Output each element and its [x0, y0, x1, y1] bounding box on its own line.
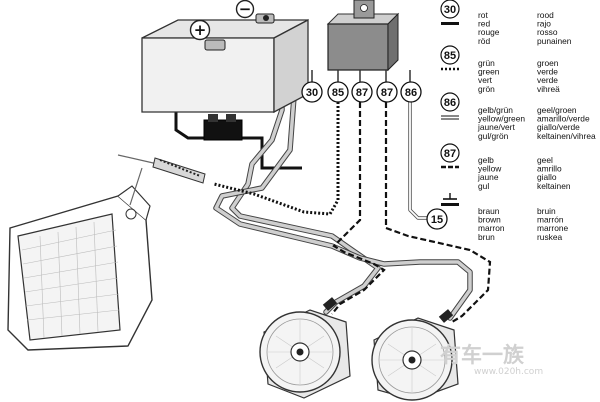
legend-entry-87: 87 gelb yellow jaune gul geel amrillo gi…: [440, 143, 571, 191]
svg-text:15: 15: [431, 214, 443, 226]
svg-text:braun brown ma: braun brown marron brun: [478, 206, 507, 242]
terminal-85: 85: [327, 81, 349, 103]
svg-text:grün green ver: grün green vert grön: [478, 58, 502, 94]
svg-text:gelb/grün yellow/green: gelb/grün yellow/green jaune/vert gul/gr…: [477, 105, 527, 141]
fog-lamp-right: [371, 309, 459, 401]
battery-positive-terminal: [189, 19, 211, 41]
wire-87-a: [331, 102, 386, 315]
svg-text:86: 86: [444, 97, 456, 109]
svg-text:geel amrillo g: geel amrillo giallo keltainen: [537, 155, 571, 191]
svg-text:87: 87: [444, 148, 456, 160]
svg-text:86: 86: [405, 87, 417, 99]
svg-text:85: 85: [332, 87, 344, 99]
svg-text:gelb yellow ja: gelb yellow jaune gul: [477, 155, 504, 191]
legend-entry-30: 30 rot red rouge röd rood rajo rosso pun…: [440, 0, 572, 46]
svg-text:30: 30: [306, 87, 318, 99]
svg-text:bruin marrón m: bruin marrón marrone ruskea: [537, 206, 571, 242]
terminal-87-a: 87: [351, 81, 373, 103]
wire-87-b: [384, 102, 492, 323]
watermark-url: www.020h.com: [474, 367, 543, 377]
legend-entry-ground: braun brown marron brun bruin marrón mar…: [441, 193, 571, 242]
battery-minus-symbol: −: [239, 0, 252, 18]
wire-86-to-15: [408, 102, 428, 220]
wire-85-green: [213, 102, 340, 216]
svg-text:geel/groen amarillo/ve: geel/groen amarillo/verde giallo/verde k…: [537, 105, 596, 141]
legend: 30 rot red rouge röd rood rajo rosso pun…: [440, 0, 596, 242]
svg-text:groen verde ve: groen verde verde vihreä: [537, 58, 561, 94]
legend-entry-86: 86 gelb/grün yellow/green jaune/vert gul…: [440, 92, 596, 141]
terminal-87-b: 87: [376, 81, 398, 103]
terminal-15: 15: [426, 208, 448, 230]
battery-negative-terminal: [235, 0, 255, 19]
battery: + −: [141, 0, 309, 114]
fuse-holder: [203, 114, 243, 141]
svg-text:85: 85: [444, 50, 456, 62]
svg-text:87: 87: [381, 87, 393, 99]
terminal-86: 86: [400, 81, 422, 103]
fog-lamp-left: [259, 297, 351, 399]
svg-text:30: 30: [444, 4, 456, 16]
terminal-30: 30: [301, 81, 323, 103]
svg-text:rot red rouge: rot red rouge röd: [478, 10, 502, 46]
watermark: 有车一族 www.020h.com: [440, 343, 543, 377]
relay: [311, 0, 411, 84]
legend-entry-85: 85 grün green vert grön groen verde verd…: [440, 45, 561, 94]
svg-text:rood rajo ross: rood rajo rosso punainen: [537, 10, 572, 46]
battery-plus-symbol: +: [194, 21, 207, 39]
svg-text:87: 87: [356, 87, 368, 99]
headlamp: [7, 185, 153, 351]
watermark-brand: 有车一族: [440, 343, 525, 367]
headlamp-connector: [117, 154, 206, 206]
